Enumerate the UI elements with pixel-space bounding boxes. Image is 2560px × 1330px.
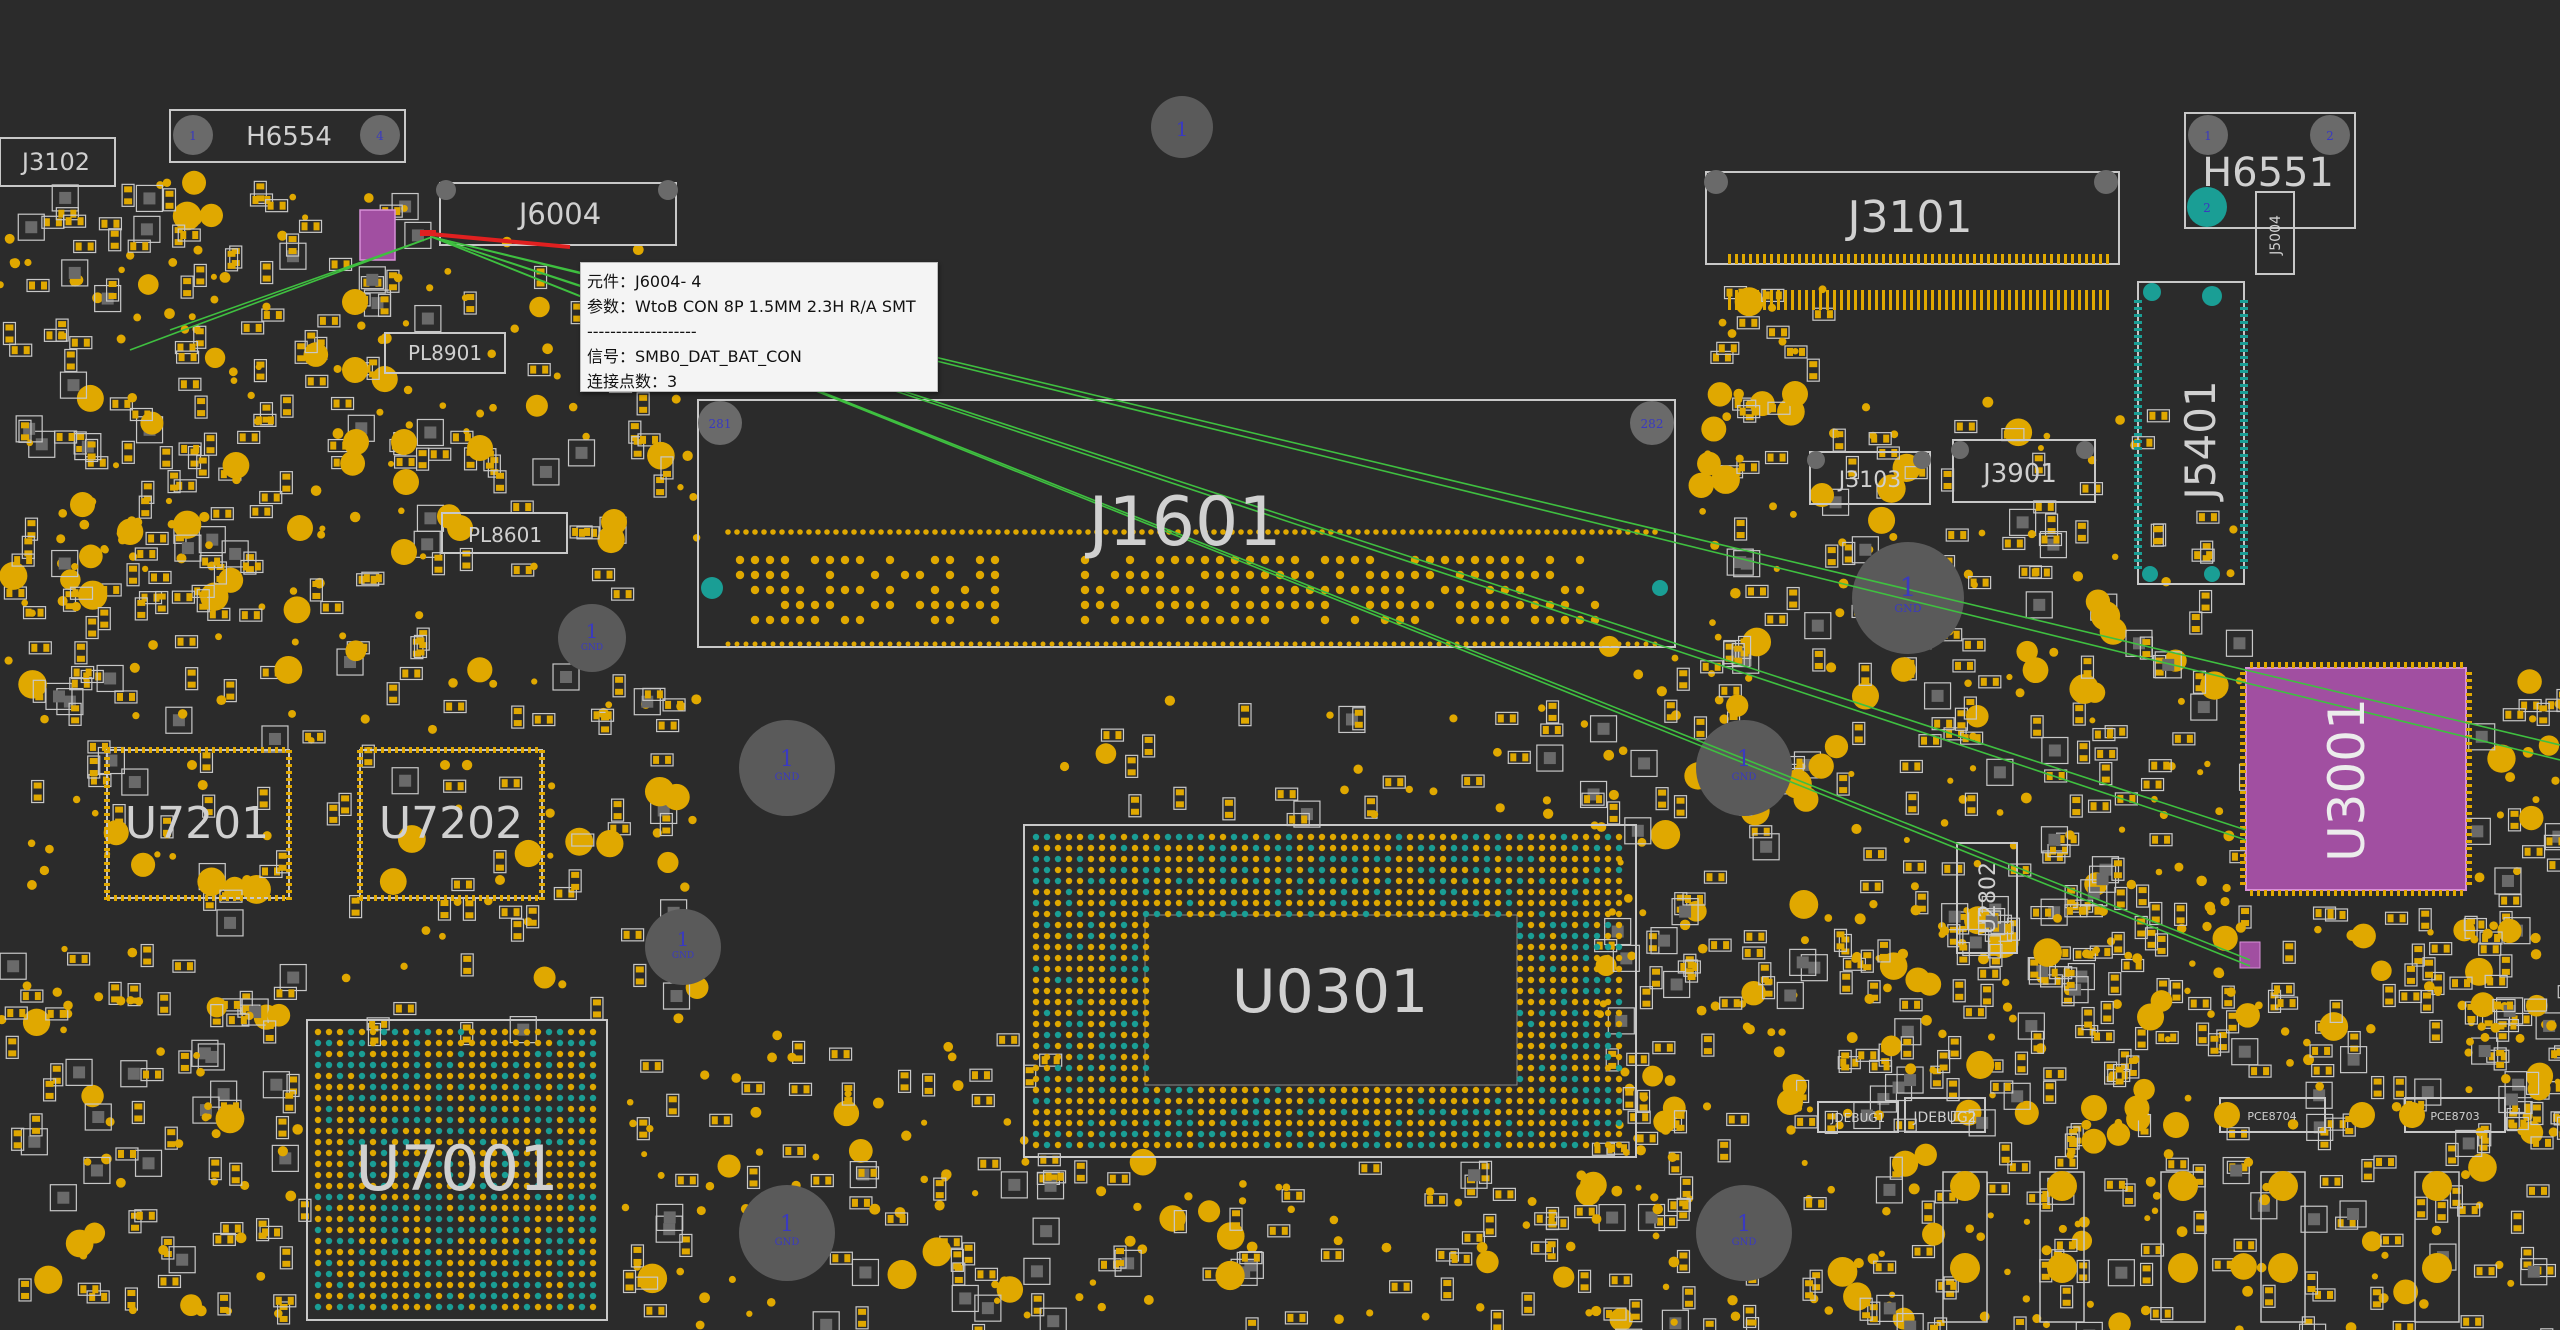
component-J3901[interactable]: J3901 (1981, 459, 2057, 489)
component-U3001[interactable]: U3001 (2318, 698, 2376, 862)
component-J3102[interactable]: J3102 (20, 148, 90, 176)
component-PL8901[interactable]: PL8901 (408, 341, 482, 365)
gnd-pad-label: 1 (780, 1212, 794, 1237)
h6551-pin-label: 1 (2204, 129, 2212, 143)
component-U7001[interactable]: U7001 (355, 1132, 558, 1205)
component-J1601[interactable]: J1601 (1084, 483, 1281, 562)
small-components-layer (0, 170, 2560, 1330)
h6551-pin-label: 2 (2203, 201, 2211, 215)
tooltip-signal: 信号：SMB0_DAT_BAT_CON (587, 347, 802, 366)
tooltip-connections: 连接点数：3 (587, 372, 678, 391)
gnd-pad-label: 1 (1737, 1212, 1751, 1237)
component-U7201[interactable]: U7201 (125, 798, 269, 849)
component-U0301[interactable]: U0301 (1232, 957, 1429, 1027)
gnd-pad-label: 1 (1176, 117, 1189, 141)
component-PCE8704[interactable]: PCE8704 (2247, 1110, 2296, 1123)
j1601-pin-label: 281 (709, 417, 732, 431)
gnd-pad-sublabel: GND (775, 772, 800, 783)
component-PL8601[interactable]: PL8601 (468, 523, 542, 547)
gnd-pad-sublabel: GND (581, 643, 603, 653)
tooltip-parameters: 参数：WtoB CON 8P 1.5MM 2.3H R/A SMT (587, 297, 916, 316)
gnd-pad-sublabel: GND (775, 1237, 800, 1248)
component-H6554[interactable]: H6554 (246, 122, 332, 152)
component-U7202[interactable]: U7202 (379, 798, 523, 849)
h6551-pin-label: 2 (2326, 129, 2334, 143)
tooltip-separator: ------------------- (587, 322, 697, 341)
gnd-pad-sublabel: GND (1732, 1237, 1757, 1248)
component-JDEBUG1[interactable]: JDEBUG1 (1830, 1111, 1885, 1125)
component-PCE8703[interactable]: PCE8703 (2430, 1110, 2479, 1123)
gnd-pad-sublabel: GND (1894, 602, 1921, 615)
gnd-pad-label: 1 (780, 747, 794, 772)
component-J6004[interactable]: J6004 (517, 197, 601, 231)
component-H6551[interactable]: H6551 (2202, 150, 2334, 196)
component-J3103[interactable]: J3103 (1837, 468, 1901, 493)
gnd-pad-label: 1 (1900, 573, 1917, 603)
gnd-pad-label: 1 (586, 619, 599, 643)
j1601-pin-label: 282 (1641, 417, 1664, 431)
gnd-pad-label: 1 (677, 927, 690, 951)
component-J3101[interactable]: J3101 (1845, 192, 1973, 243)
tooltip-component: 元件：J6004- 4 (587, 272, 702, 291)
component-U2802[interactable]: U2802 (1976, 862, 2001, 934)
h6554-pin-label: 1 (189, 129, 197, 143)
gnd-pad-label: 1 (1737, 747, 1751, 772)
gnd-pad-sublabel: GND (1732, 772, 1757, 783)
component-J5004[interactable]: J5004 (2268, 215, 2284, 256)
pad-arrays-layer (104, 254, 2472, 1323)
component-J5401[interactable]: J5401 (2176, 380, 2225, 502)
component-JDEBUG2[interactable]: JDEBUG2 (1912, 1110, 1976, 1126)
gnd-pad-sublabel: GND (672, 951, 694, 961)
component-info-tooltip: 元件：J6004- 4 参数：WtoB CON 8P 1.5MM 2.3H R/… (580, 262, 938, 392)
h6554-pin-label: 4 (376, 129, 384, 143)
